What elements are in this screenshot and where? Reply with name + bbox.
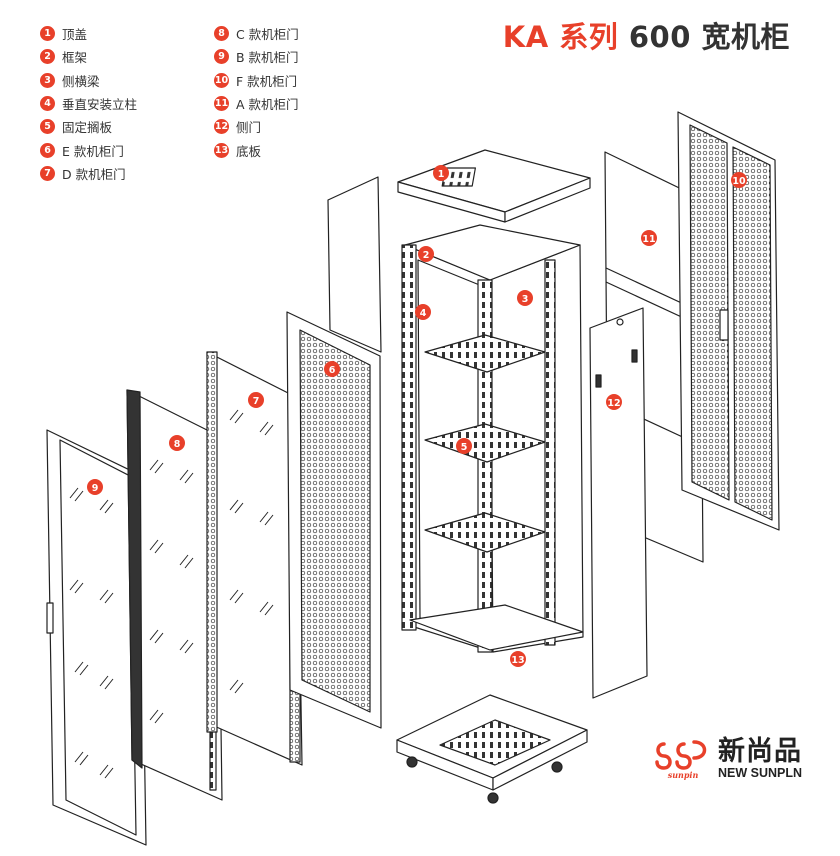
legend-number: 4 <box>40 96 55 112</box>
sunpin-logo-icon: sunpin <box>655 740 707 780</box>
title: KA 系列 600 宽机柜 <box>503 14 790 56</box>
glass-door-c <box>126 389 223 801</box>
legend-label: 侧横梁 <box>62 73 100 89</box>
legend-number: 11 <box>214 96 229 112</box>
legend-number: 9 <box>214 49 229 65</box>
callout-6: 6 <box>324 361 340 377</box>
legend-number: 2 <box>40 49 55 65</box>
brand-name-cn: 新尚品 <box>718 736 802 768</box>
callout-10: 10 <box>731 172 747 188</box>
glass-door-b <box>46 429 147 846</box>
legend-label: D 款机柜门 <box>62 166 126 182</box>
svg-text:2: 2 <box>423 250 430 261</box>
callout-5: 5 <box>456 438 472 454</box>
legend-item: 1 顶盖 <box>40 22 137 45</box>
legend-item: 13 底板 <box>214 138 299 161</box>
legend-label: 固定搁板 <box>62 120 113 136</box>
legend-item: 12 侧门 <box>214 115 299 138</box>
legend-label: E 款机柜门 <box>62 143 124 159</box>
callout-3: 3 <box>517 290 533 306</box>
svg-text:6: 6 <box>329 365 336 376</box>
svg-text:3: 3 <box>522 294 529 305</box>
legend-number: 3 <box>40 72 55 88</box>
legend-item: 11 A 款机柜门 <box>214 92 299 115</box>
legend-number: 7 <box>40 165 55 181</box>
legend-label: 框架 <box>62 50 88 66</box>
brand-logo: sunpin 新尚品 NEW SUNPLN <box>654 738 802 780</box>
brand-name-en: NEW SUNPLN <box>718 766 803 781</box>
legend-number: 5 <box>40 119 55 135</box>
svg-text:5: 5 <box>461 442 468 453</box>
legend-label: F 款机柜门 <box>236 73 298 89</box>
legend-item: 7 D 款机柜门 <box>40 162 137 185</box>
legend-label: 垂直安装立柱 <box>62 97 138 113</box>
title-series: KA 系列 <box>502 20 619 54</box>
bottom-plate <box>396 694 588 804</box>
top-cover <box>397 149 591 223</box>
legend-item: 10 F 款机柜门 <box>214 69 299 92</box>
svg-text:1: 1 <box>438 169 445 180</box>
legend-number: 6 <box>40 142 55 158</box>
svg-text:10: 10 <box>732 176 746 187</box>
title-model: 600 宽机柜 <box>628 20 790 54</box>
perforated-door-f <box>677 111 780 531</box>
legend-list-left: 1 顶盖 2 框架 3 侧横梁 4 垂直安装立柱 5 固定搁板 6 E 款机柜门 7 D 款机… <box>40 22 137 185</box>
callout-1: 1 <box>433 165 449 181</box>
legend-item: 2 框架 <box>40 45 137 68</box>
legend-item: 3 侧横梁 <box>40 69 137 92</box>
legend-number: 12 <box>214 119 229 135</box>
perforated-door-e <box>286 311 382 729</box>
svg-text:13: 13 <box>511 655 524 666</box>
svg-text:4: 4 <box>420 308 427 319</box>
callout-12: 12 <box>606 394 622 410</box>
legend-label: B 款机柜门 <box>236 50 299 66</box>
callout-13: 13 <box>510 651 526 667</box>
legend-label: 侧门 <box>236 120 262 136</box>
callout-11: 11 <box>641 230 657 246</box>
callout-2: 2 <box>418 246 434 262</box>
brand-logo-text: sunpin <box>668 770 699 780</box>
callouts: 1 2 3 4 5 6 7 8 9 10 11 12 13 <box>87 165 747 667</box>
legend-item: 6 E 款机柜门 <box>40 138 137 161</box>
side-panel <box>589 307 648 699</box>
legend-number: 8 <box>214 26 229 42</box>
legend-label: 底板 <box>236 143 262 159</box>
legend-label: 顶盖 <box>62 27 88 43</box>
svg-text:12: 12 <box>607 398 620 409</box>
frame <box>401 224 584 653</box>
callout-8: 8 <box>169 435 185 451</box>
legend-list-right: 8 C 款机柜门 9 B 款机柜门 10 F 款机柜门 11 A 款机柜门 12 侧门 1… <box>214 22 299 162</box>
svg-text:11: 11 <box>642 234 655 245</box>
legend-number: 13 <box>214 142 229 158</box>
callout-4: 4 <box>415 304 431 320</box>
legend-label: C 款机柜门 <box>236 27 299 43</box>
svg-text:7: 7 <box>253 396 260 407</box>
svg-text:8: 8 <box>174 439 181 450</box>
legend-number: 10 <box>214 72 229 88</box>
legend-label: A 款机柜门 <box>236 97 299 113</box>
callout-9: 9 <box>87 479 103 495</box>
legend-item: 4 垂直安装立柱 <box>40 92 137 115</box>
rear-side-panel <box>327 176 382 353</box>
svg-text:9: 9 <box>92 483 99 494</box>
legend-number: 1 <box>40 26 55 42</box>
legend-item: 8 C 款机柜门 <box>214 22 299 45</box>
legend-item: 5 固定搁板 <box>40 115 137 138</box>
callout-7: 7 <box>248 392 264 408</box>
legend-item: 9 B 款机柜门 <box>214 45 299 68</box>
